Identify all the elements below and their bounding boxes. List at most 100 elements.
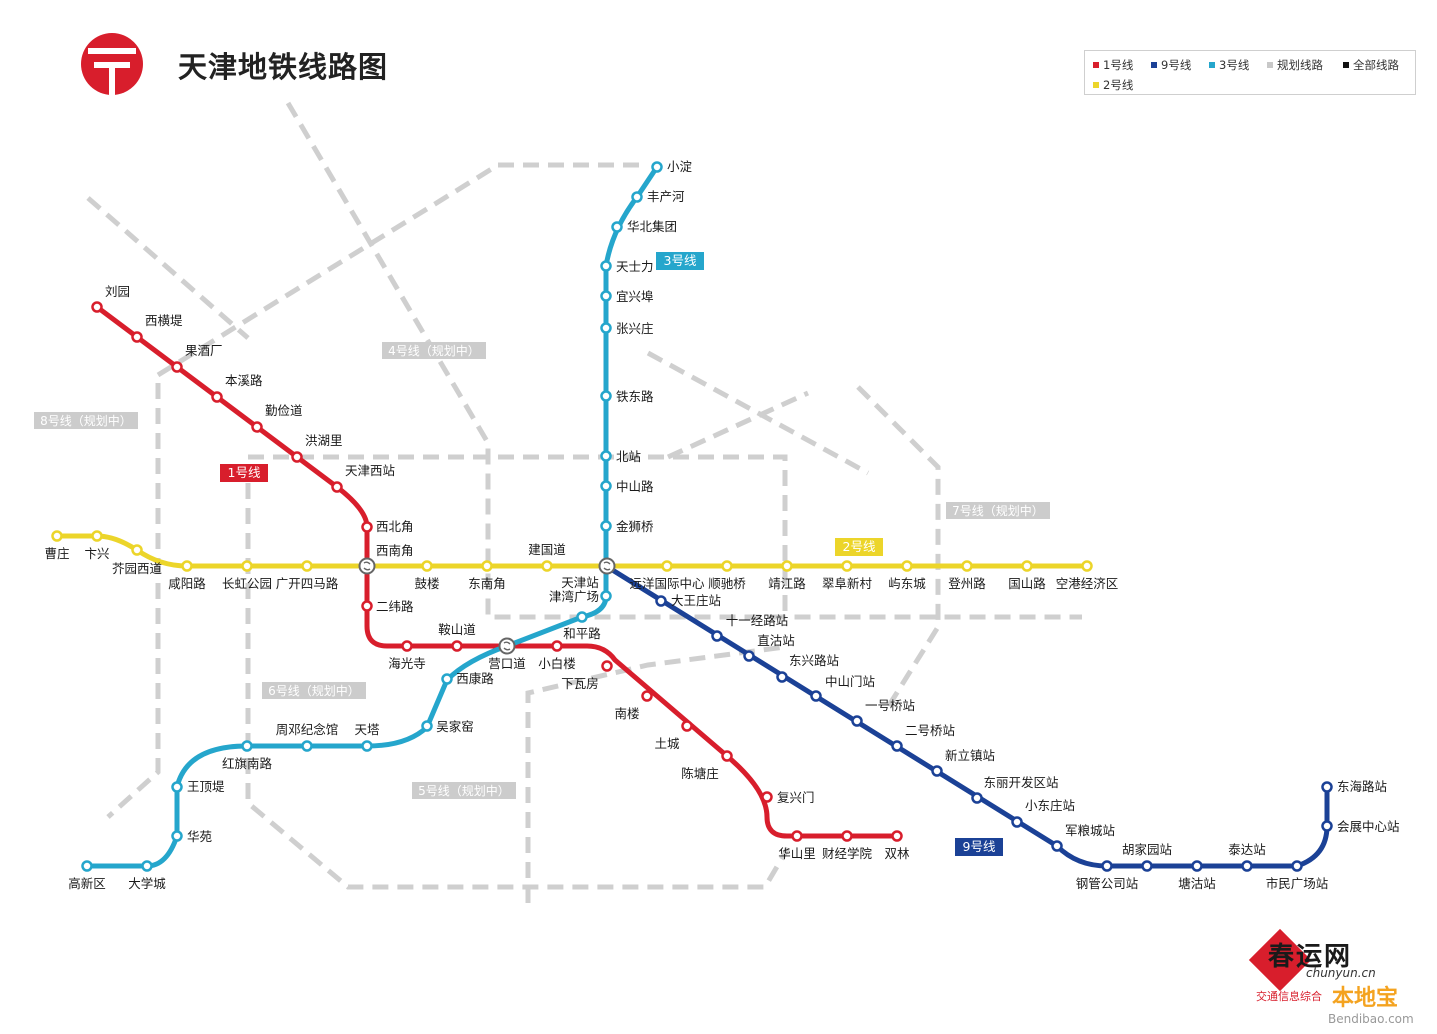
line9-station-label[interactable]: 一号桥站 [865, 698, 915, 713]
line9-station-marker[interactable] [1051, 840, 1063, 852]
line3-station-label[interactable]: 王顶堤 [187, 779, 225, 794]
line1-station-marker[interactable] [401, 640, 413, 652]
line2-station-label[interactable]: 长虹公园 [222, 576, 272, 591]
line3-station-marker[interactable] [361, 740, 373, 752]
line1-station-marker[interactable] [211, 391, 223, 403]
line2-station-label[interactable]: 曹庄 [44, 546, 69, 561]
line2-station-label[interactable]: 翠阜新村 [822, 576, 873, 591]
legend-item-line2[interactable]: 2号线 [1093, 77, 1133, 93]
line3-station-label[interactable]: 华北集团 [627, 219, 677, 234]
line2-station-marker[interactable] [181, 560, 193, 572]
line3-station-marker[interactable] [421, 720, 433, 732]
line2-station-marker[interactable] [421, 560, 433, 572]
legend-item-all[interactable]: 全部线路 [1343, 57, 1399, 73]
line2-station-label[interactable]: 广开四马路 [276, 576, 339, 591]
line2-station-label[interactable]: 登州路 [948, 576, 986, 591]
line2-station-marker[interactable] [91, 530, 103, 542]
line3-station-marker[interactable] [441, 673, 453, 685]
line1-station-marker[interactable] [891, 830, 903, 842]
line2-station-marker[interactable] [961, 560, 973, 572]
line9-station-marker[interactable] [655, 595, 667, 607]
line9-station-label[interactable]: 直沽站 [757, 633, 795, 648]
line3-station-label[interactable]: 丰产河 [647, 189, 685, 204]
line9-station-marker[interactable] [1321, 781, 1333, 793]
line9-station-marker[interactable] [1141, 860, 1153, 872]
line1-station-marker[interactable] [841, 830, 853, 842]
legend-item-line9[interactable]: 9号线 [1151, 57, 1191, 73]
line9-station-label[interactable]: 小东庄站 [1025, 798, 1075, 813]
line1-station-marker[interactable] [641, 690, 653, 702]
line9-station-label[interactable]: 市民广场站 [1266, 876, 1329, 891]
line3-station-label[interactable]: 高新区 [68, 876, 106, 891]
line1-station-label[interactable]: 陈塘庄 [681, 766, 719, 781]
line1-station-label[interactable]: 南楼 [614, 706, 639, 721]
line3-station-label[interactable]: 大学城 [128, 876, 166, 891]
line9-station-marker[interactable] [891, 740, 903, 752]
line1-station-label[interactable]: 二纬路 [376, 599, 414, 614]
line2-station-label[interactable]: 屿东城 [888, 576, 926, 591]
line1-station-marker[interactable] [361, 600, 373, 612]
interchange-icon[interactable] [598, 557, 616, 575]
line1-station-label[interactable]: 西横堤 [145, 313, 183, 328]
line9-station-label[interactable]: 军粮城站 [1065, 823, 1115, 838]
line1-station-marker[interactable] [721, 750, 733, 762]
line9-station-marker[interactable] [1241, 860, 1253, 872]
line9-station-marker[interactable] [776, 671, 788, 683]
line9-station-label[interactable]: 新立镇站 [945, 748, 995, 763]
line9-station-marker[interactable] [1291, 860, 1303, 872]
line1-station-marker[interactable] [251, 421, 263, 433]
line1-station-marker[interactable] [601, 660, 613, 672]
line1-station-label[interactable]: 华山里 [778, 846, 816, 861]
line2-station-label[interactable]: 鼓楼 [414, 576, 439, 591]
line2-station-label[interactable]: 芥园西道 [112, 561, 163, 576]
line9-station-label[interactable]: 东海路站 [1337, 779, 1387, 794]
line1-station-label[interactable]: 鞍山道 [438, 622, 476, 637]
line3-station-marker[interactable] [600, 390, 612, 402]
line9-station-marker[interactable] [851, 715, 863, 727]
interchange-station-label[interactable]: 营口道 [488, 656, 526, 671]
line3-station-marker[interactable] [631, 191, 643, 203]
line1-station-label[interactable]: 海光寺 [388, 656, 426, 671]
line1-station-label[interactable]: 下瓦房 [561, 676, 599, 691]
line2-station-marker[interactable] [1021, 560, 1033, 572]
interchange-icon[interactable] [498, 637, 516, 655]
line2-station-marker[interactable] [51, 530, 63, 542]
line1-station-marker[interactable] [791, 830, 803, 842]
line3-station-label[interactable]: 中山路 [616, 479, 654, 494]
line9-station-label[interactable]: 大王庄站 [671, 593, 721, 608]
line2-station-label[interactable]: 顺驰桥 [708, 576, 746, 591]
line1-station-label[interactable]: 复兴门 [777, 790, 815, 805]
line1-station-label[interactable]: 西北角 [376, 519, 414, 534]
line2-station-label[interactable]: 国山路 [1008, 576, 1046, 591]
line2-station-marker[interactable] [1081, 560, 1093, 572]
line3-station-marker[interactable] [600, 322, 612, 334]
line1-station-label[interactable]: 财经学院 [822, 846, 873, 861]
line2-station-marker[interactable] [241, 560, 253, 572]
line3-station-marker[interactable] [171, 781, 183, 793]
line2-station-label[interactable]: 卞兴 [84, 546, 109, 561]
line9-station-label[interactable]: 十一经路站 [726, 613, 789, 628]
line3-station-label[interactable]: 金狮桥 [616, 519, 654, 534]
line3-station-label[interactable]: 津湾广场 [549, 589, 599, 604]
line3-station-label[interactable]: 西康路 [456, 671, 494, 686]
line9-station-label[interactable]: 塘沽站 [1178, 876, 1216, 891]
interchange-station-label[interactable]: 西南角 [376, 543, 414, 558]
line3-station-label[interactable]: 小淀 [667, 159, 693, 174]
line3-station-marker[interactable] [81, 860, 93, 872]
line2-station-marker[interactable] [781, 560, 793, 572]
line1-station-marker[interactable] [451, 640, 463, 652]
line3-station-marker[interactable] [141, 860, 153, 872]
legend-item-planned[interactable]: 规划线路 [1267, 57, 1323, 73]
line9-station-label[interactable]: 东兴路站 [789, 653, 839, 668]
line2-station-marker[interactable] [541, 560, 553, 572]
line9-station-label[interactable]: 钢管公司站 [1076, 876, 1139, 891]
line2-station-marker[interactable] [661, 560, 673, 572]
line2-station-marker[interactable] [301, 560, 313, 572]
line1-station-marker[interactable] [171, 361, 183, 373]
line1-station-marker[interactable] [331, 481, 343, 493]
line9-station-marker[interactable] [743, 650, 755, 662]
line9-station-marker[interactable] [1101, 860, 1113, 872]
line1-station-marker[interactable] [291, 451, 303, 463]
line1-station-label[interactable]: 双林 [884, 846, 910, 861]
line2-station-label[interactable]: 空港经济区 [1056, 576, 1119, 591]
